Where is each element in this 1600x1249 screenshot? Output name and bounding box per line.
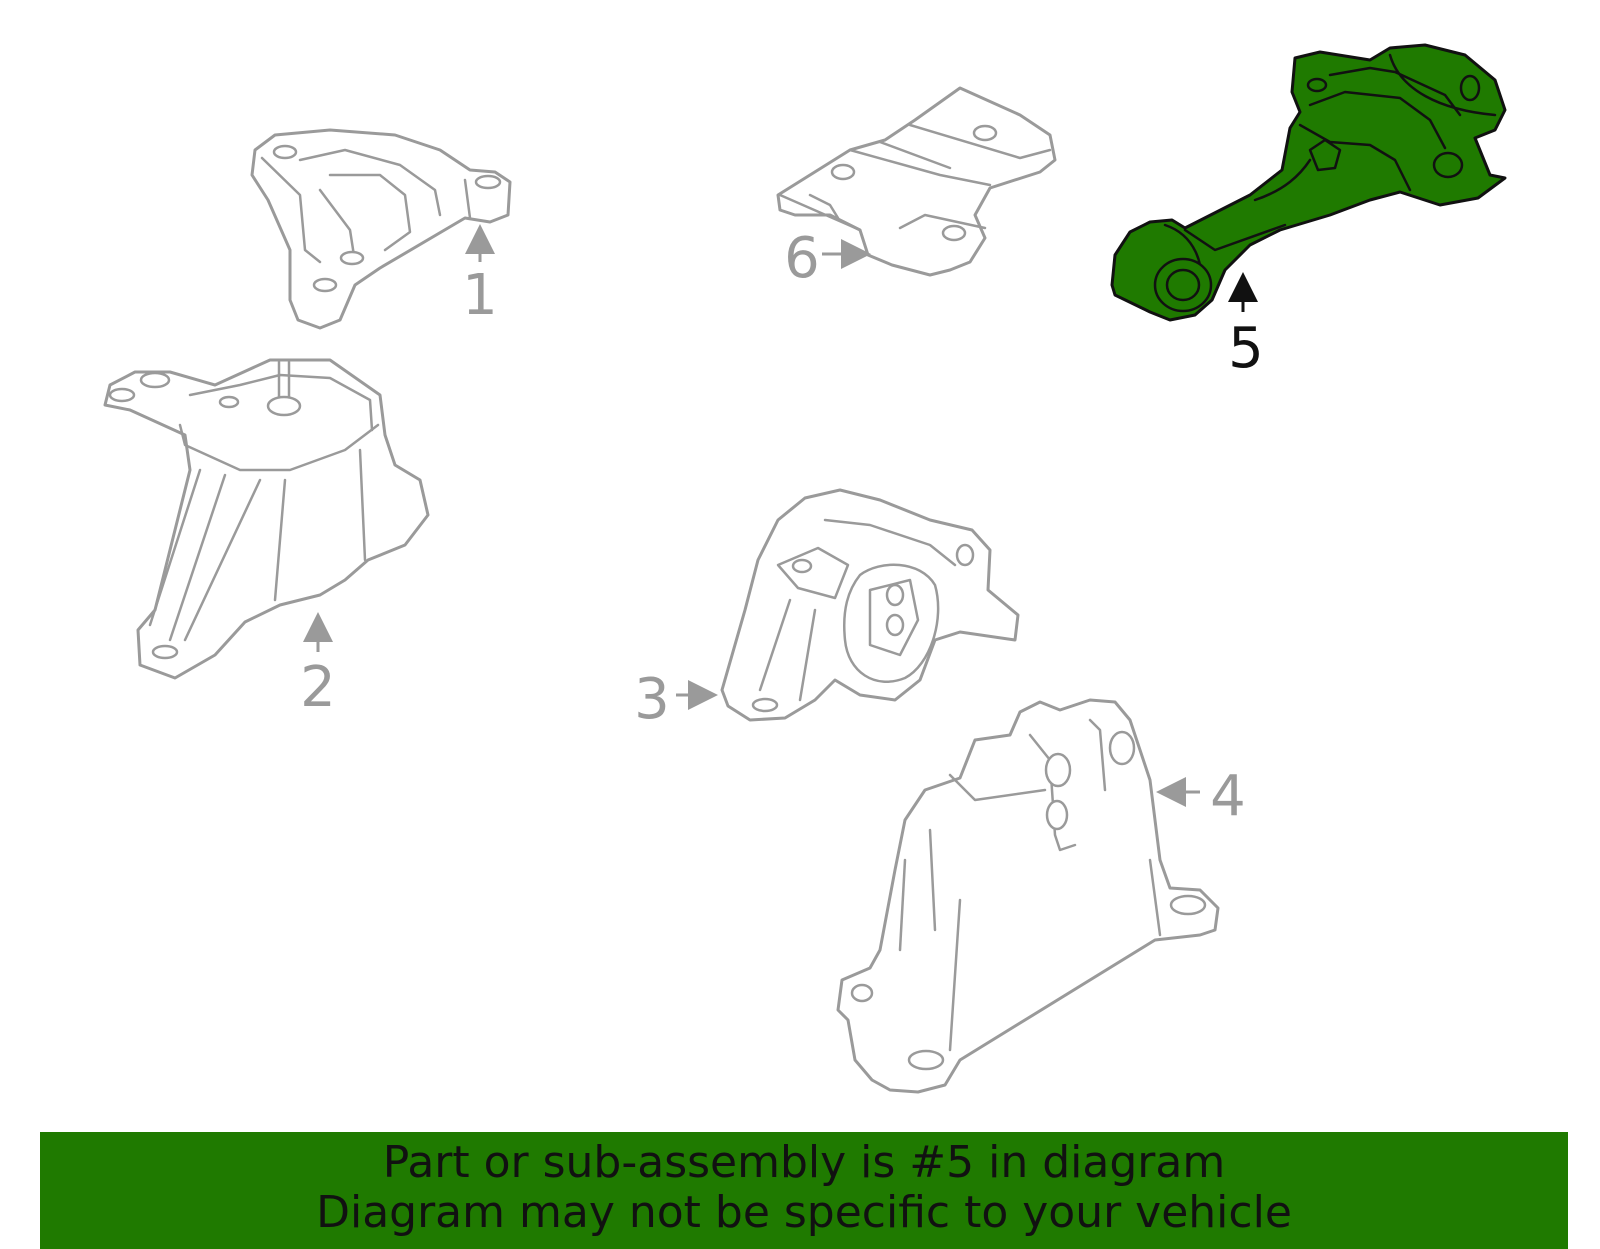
part-2-engine-mount[interactable] [103, 358, 430, 680]
callout-2[interactable]: 2 [300, 655, 336, 720]
callout-3[interactable]: 3 [634, 667, 670, 732]
part-4-transmission-bracket[interactable] [836, 698, 1220, 1094]
part-3-torque-mount[interactable] [720, 488, 1020, 722]
part-1-bracket[interactable] [250, 128, 512, 330]
callout-6[interactable]: 6 [784, 226, 820, 291]
callout-1[interactable]: 1 [462, 263, 498, 328]
part-5-torque-rod-highlighted[interactable] [1110, 43, 1507, 322]
callout-5[interactable]: 5 [1228, 316, 1264, 381]
info-banner: Part or sub-assembly is #5 in diagram Di… [40, 1132, 1568, 1249]
parts-diagram: 1 2 3 [103, 43, 1507, 1094]
banner-line-2: Diagram may not be specific to your vehi… [316, 1187, 1292, 1238]
banner-line-1: Part or sub-assembly is #5 in diagram [382, 1137, 1226, 1188]
part-6-mount-plate[interactable] [776, 86, 1057, 277]
callout-4[interactable]: 4 [1210, 764, 1246, 829]
